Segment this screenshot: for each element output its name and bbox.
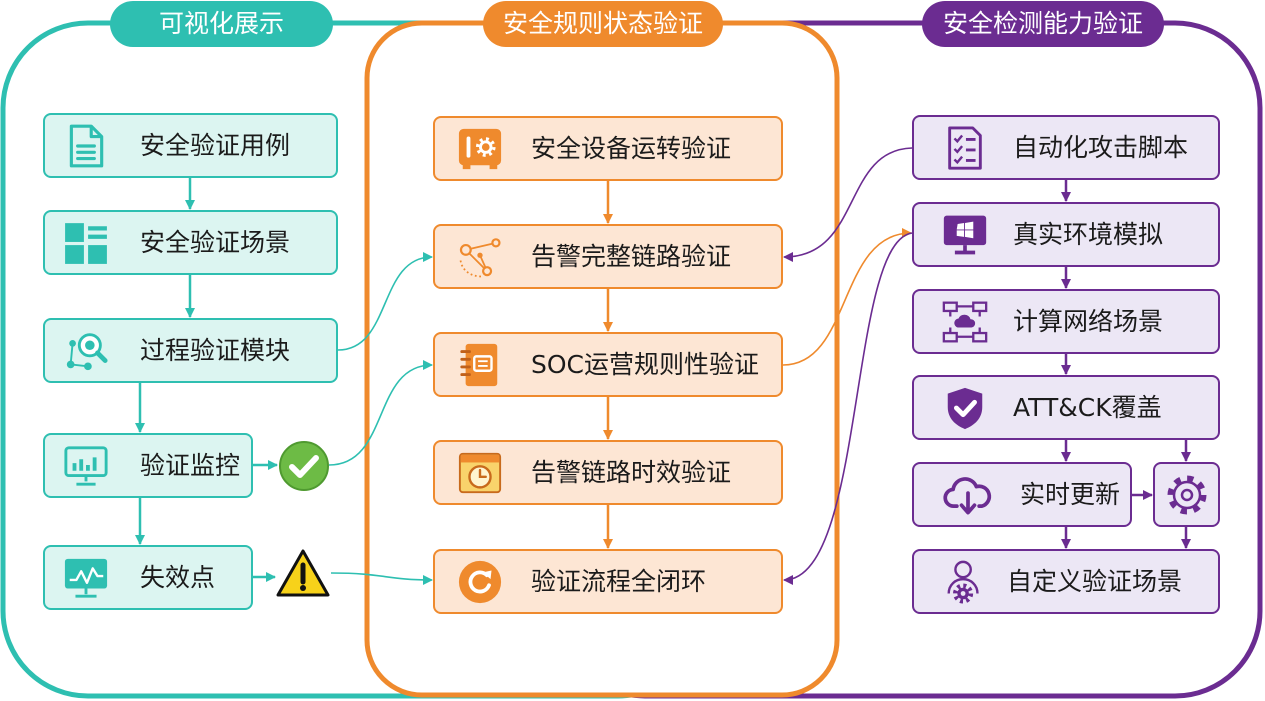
box-validation-case: 安全验证用例 [43, 113, 338, 178]
teal-flow-arrows [135, 178, 433, 585]
box-label: 安全验证场景 [140, 228, 291, 257]
calendar-clock-icon [457, 450, 503, 496]
box-label: 验证流程全闭环 [531, 567, 707, 596]
notebook-icon [457, 342, 503, 388]
checklist-icon [942, 125, 988, 171]
box-device-operation-validation: 安全设备运转验证 [433, 116, 783, 181]
section-title-rule-validation: 安全规则状态验证 [483, 1, 723, 47]
flow-curve [783, 232, 913, 585]
box-label: 过程验证模块 [140, 336, 291, 365]
box-label: 告警完整链路验证 [531, 242, 732, 271]
box-label: SOC运营规则性验证 [531, 350, 760, 379]
box-label: 自定义验证场景 [1007, 567, 1183, 596]
gear-icon [1163, 471, 1211, 519]
document-icon [63, 123, 109, 169]
orange-flow-arrows [603, 181, 912, 549]
box-label: 安全设备运转验证 [531, 134, 732, 163]
safe-gear-icon [457, 126, 503, 172]
monitor-windows-icon [942, 212, 988, 258]
section-title-visualization: 可视化展示 [110, 1, 333, 47]
box-process-validation-module: 过程验证模块 [43, 318, 338, 383]
box-label: 真实环境模拟 [1013, 220, 1164, 249]
flow-curve [328, 360, 433, 466]
warning-icon [275, 548, 331, 598]
box-real-environment-simulation: 真实环境模拟 [912, 202, 1220, 267]
magnifier-network-icon [63, 328, 109, 374]
flow-curve [337, 252, 433, 351]
shield-check-icon [942, 385, 988, 431]
box-custom-validation-scenario: 自定义验证场景 [912, 549, 1220, 614]
box-label: 验证监控 [140, 451, 241, 480]
monitor-bar-chart-icon [63, 443, 109, 489]
box-automated-attack-script: 自动化攻击脚本 [912, 115, 1220, 180]
box-realtime-update: 实时更新 [912, 462, 1132, 527]
box-label: ATT&CK覆盖 [1013, 393, 1162, 422]
box-label: 安全验证用例 [140, 131, 291, 160]
box-label: 失效点 [140, 563, 216, 592]
box-label: 实时更新 [1020, 480, 1121, 509]
box-label: 告警链路时效验证 [531, 458, 732, 487]
box-label: 自动化攻击脚本 [1013, 133, 1189, 162]
monitor-line-chart-icon [63, 555, 109, 601]
flow-curve [330, 572, 433, 585]
box-alert-chain-integrity-validation: 告警完整链路验证 [433, 224, 783, 289]
box-validation-scenario: 安全验证场景 [43, 210, 338, 275]
box-validation-monitoring: 验证监控 [43, 433, 253, 498]
network-nodes-icon [457, 234, 503, 280]
check-circle-icon [278, 440, 330, 492]
refresh-circle-icon [457, 559, 503, 605]
box-soc-rule-validation: SOC运营规则性验证 [433, 332, 783, 397]
box-failure-point: 失效点 [43, 545, 253, 610]
flow-curve [782, 228, 912, 366]
box-attck-coverage: ATT&CK覆盖 [912, 375, 1220, 440]
cloud-download-icon [942, 472, 994, 518]
dashboard-icon [63, 220, 109, 266]
box-label: 计算网络场景 [1013, 307, 1164, 336]
box-gear-update [1153, 462, 1220, 527]
purple-flow-arrows [783, 147, 1191, 585]
box-alert-chain-timeliness-validation: 告警链路时效验证 [433, 440, 783, 505]
section-title-detection-validation: 安全检测能力验证 [922, 1, 1164, 47]
user-gear-icon [942, 559, 988, 605]
network-cloud-icon [942, 299, 988, 345]
box-closed-loop-validation: 验证流程全闭环 [433, 549, 783, 614]
flow-curve [783, 147, 913, 262]
box-network-scenario: 计算网络场景 [912, 289, 1220, 354]
